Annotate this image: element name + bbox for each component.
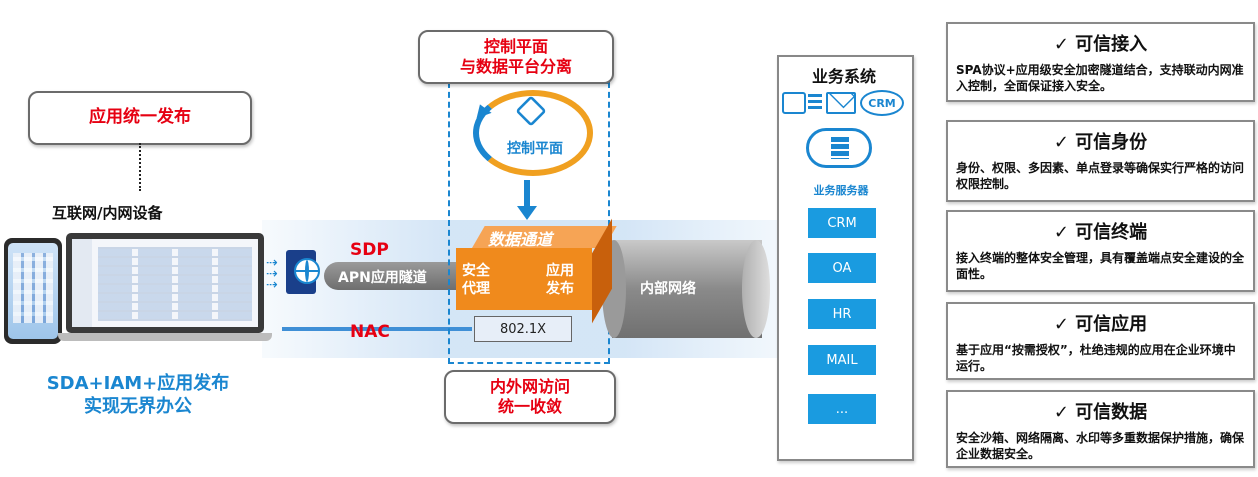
service-oa[interactable]: OA [808, 253, 876, 283]
converge-label: 内外网访问 统一收敛 [444, 370, 616, 424]
trust-card-desc: 基于应用“按需授权”，杜绝违规的应用在企业环境中运行。 [956, 343, 1236, 374]
trust-card-application: ✓ 可信应用 基于应用“按需授权”，杜绝违规的应用在企业环境中运行。 [946, 302, 1255, 380]
converge-line2: 统一收敛 [497, 397, 562, 416]
service-oa-label: OA [832, 260, 852, 276]
bottom-left-line1: SDA+IAM+应用发布 [46, 373, 230, 394]
security-proxy-line2: 代理 [462, 281, 490, 298]
mail-icon [826, 92, 856, 114]
trust-card-title: ✓ 可信身份 [1053, 132, 1148, 153]
bottom-left-line2: 实现无界办公 [84, 396, 192, 418]
trust-card-access: ✓ 可信接入 SPA协议+应用级安全加密隧道结合，支持联动内网准入控制，全面保证… [946, 22, 1255, 102]
service-hr-label: HR [832, 306, 852, 322]
trust-card-desc: 身份、权限、多因素、单点登录等确保实行严格的访问权限控制。 [956, 161, 1245, 192]
service-crm[interactable]: CRM [808, 208, 876, 238]
app-release-label: 应用统一发布 [28, 91, 252, 145]
laptop-base [58, 333, 272, 341]
service-more-label: ... [835, 401, 849, 417]
trust-card-terminal: ✓ 可信终端 接入终端的整体安全管理，具有覆盖端点安全建设的全面性。 [946, 210, 1255, 292]
globe-icon [294, 258, 320, 284]
bottom-left-title: SDA+IAM+应用发布 实现无界办公 [18, 372, 258, 419]
service-more[interactable]: ... [808, 394, 876, 424]
nac-line [282, 327, 472, 331]
trust-card-desc: 接入终端的整体安全管理，具有覆盖端点安全建设的全面性。 [956, 251, 1245, 282]
control-plane-label: 控制平面 [507, 141, 563, 157]
trust-card-title: ✓ 可信应用 [1053, 314, 1148, 335]
nac-label: NAC [350, 322, 390, 342]
separation-line1: 控制平面 [483, 37, 548, 56]
crm-icon-text: CRM [868, 96, 896, 110]
cloud-server-icon [806, 128, 872, 168]
app-release-text: 应用统一发布 [89, 107, 191, 128]
devices-label: 互联网/内网设备 [52, 204, 163, 222]
service-hr[interactable]: HR [808, 299, 876, 329]
trust-card-data: ✓ 可信数据 安全沙箱、网络隔离、水印等多重数据保护措施，确保企业数据安全。 [946, 390, 1255, 468]
apn-tunnel: APN应用隧道 [324, 262, 460, 290]
business-server-label: 业务服务器 [813, 184, 869, 197]
sdp-label: SDP [350, 240, 389, 260]
trust-card-title: ✓ 可信终端 [1053, 222, 1148, 243]
app-publish-label: 应用 发布 [546, 262, 574, 298]
trust-card-title: ✓ 可信数据 [1053, 402, 1148, 423]
crm-icon: CRM [860, 90, 904, 116]
dotted-connector [139, 143, 141, 191]
app-publish-line1: 应用 [546, 263, 574, 279]
trust-card-title: ✓ 可信接入 [1053, 34, 1148, 55]
laptop-device [66, 233, 264, 333]
internal-network-cylinder [602, 240, 770, 338]
internal-network-label: 内部网络 [640, 281, 696, 297]
incoming-arrows-icon: ⇢⇢⇢ [266, 255, 278, 293]
security-proxy-line1: 安全 [462, 263, 490, 279]
service-mail[interactable]: MAIL [808, 345, 876, 375]
business-system-title: 业务系统 [811, 67, 876, 86]
phone-device [4, 238, 62, 344]
dot1x-label: 802.1X [499, 321, 547, 337]
separation-label: 控制平面 与数据平台分离 [418, 30, 614, 84]
service-crm-label: CRM [827, 215, 857, 231]
apn-label: APN应用隧道 [338, 270, 427, 286]
app-publish-line2: 发布 [546, 281, 574, 298]
down-arrow [524, 180, 530, 210]
control-plane-cycle [473, 90, 593, 176]
trust-card-identity: ✓ 可信身份 身份、权限、多因素、单点登录等确保实行严格的访问权限控制。 [946, 120, 1255, 202]
trust-card-desc: 安全沙箱、网络隔离、水印等多重数据保护措施，确保企业数据安全。 [956, 431, 1245, 462]
down-arrow-head [517, 206, 537, 220]
list-icon [808, 94, 822, 112]
service-mail-label: MAIL [826, 352, 858, 368]
contact-card-icon [782, 92, 806, 114]
separation-line2: 与数据平台分离 [459, 57, 572, 76]
data-channel-label: 数据通道 [488, 230, 553, 249]
security-proxy-label: 安全 代理 [462, 262, 490, 298]
data-channel-front [456, 248, 592, 310]
dot1x-box: 802.1X [474, 316, 572, 342]
trust-card-desc: SPA协议+应用级安全加密隧道结合，支持联动内网准入控制，全面保证接入安全。 [956, 63, 1244, 94]
converge-line1: 内外网访问 [489, 377, 570, 396]
